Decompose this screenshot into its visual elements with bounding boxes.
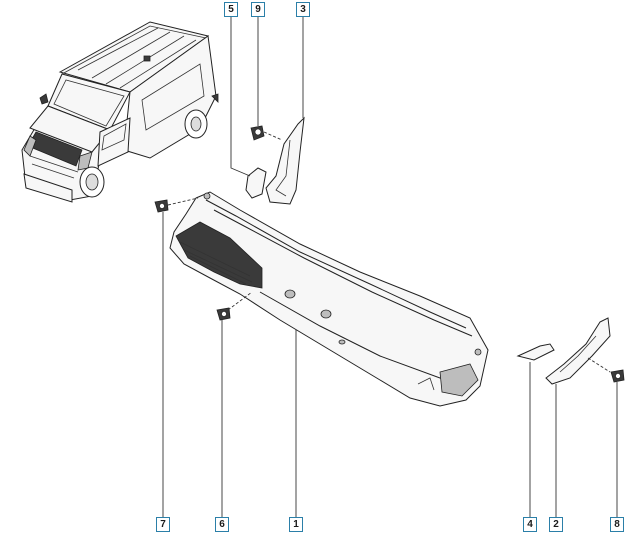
part-5-bracket xyxy=(245,167,267,199)
part-9-clip xyxy=(250,125,265,141)
callout-1: 1 xyxy=(289,517,303,532)
part-6-clip xyxy=(216,307,231,321)
callout-6: 6 xyxy=(215,517,229,532)
part-7-clip xyxy=(154,199,169,213)
callout-3: 3 xyxy=(296,2,310,17)
callout-7: 7 xyxy=(156,517,170,532)
part-3-left-seal xyxy=(265,116,305,205)
leader-lines xyxy=(162,16,618,517)
part-2-right-seal xyxy=(545,317,611,385)
callout-8: 8 xyxy=(610,517,624,532)
callout-5: 5 xyxy=(224,2,238,17)
part-1-cowl-panel xyxy=(169,191,489,407)
callout-2: 2 xyxy=(549,517,563,532)
part-4-bracket xyxy=(516,343,555,361)
van-illustration xyxy=(21,21,219,203)
callout-4: 4 xyxy=(523,517,537,532)
part-8-clip xyxy=(610,369,625,383)
callout-9: 9 xyxy=(251,2,265,17)
